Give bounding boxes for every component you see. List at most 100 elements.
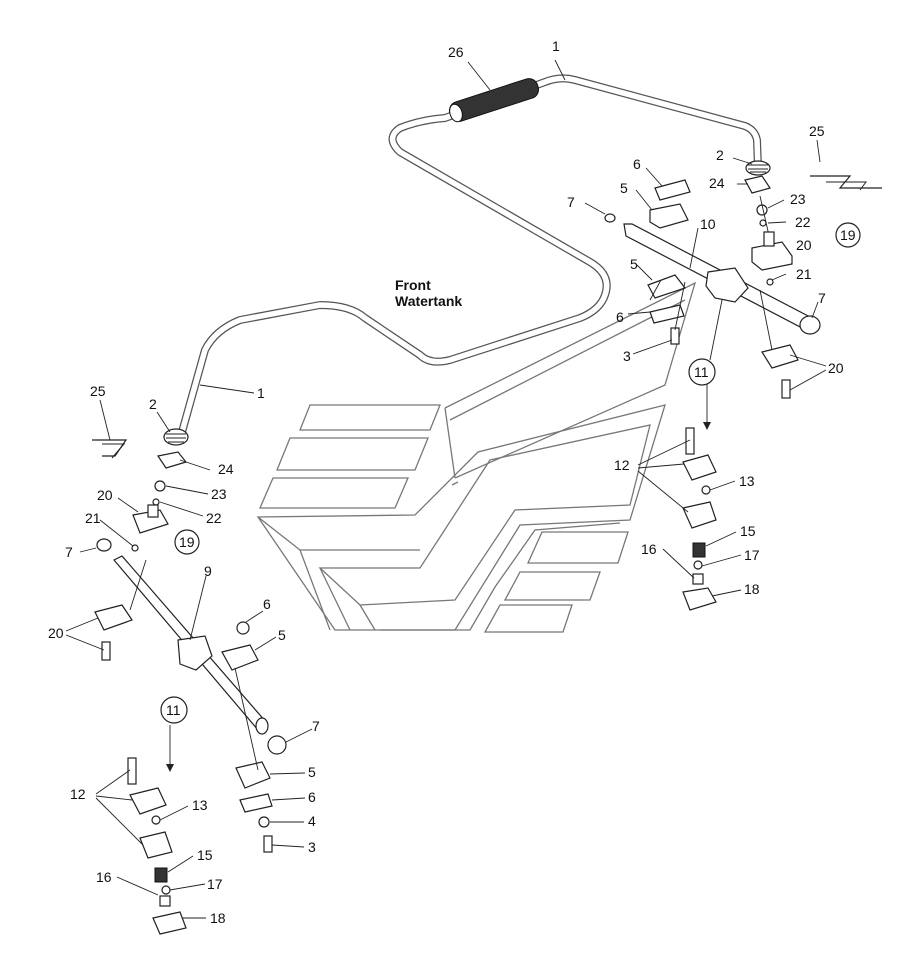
callout-labels: 1 26 2 25 24 23 22 20 19 21 7 6 5 7 10 5… (48, 38, 856, 926)
callout-circle-11-left (160, 696, 188, 724)
callout-5: 5 (630, 256, 638, 272)
nozzle-holder-left (157, 451, 188, 469)
hose-clamp-right (745, 160, 771, 176)
nozzle-body-lower-left (139, 831, 173, 859)
callout-2: 2 (716, 147, 724, 163)
callout-25: 25 (90, 383, 106, 399)
bar-hub-10 (705, 267, 749, 303)
callout-1: 1 (552, 38, 560, 54)
bolt-20-right (781, 379, 791, 399)
callout-12: 12 (70, 786, 86, 802)
left-assembly (92, 428, 287, 935)
nozzle-body-upper-right (682, 454, 717, 481)
bar-hub-9 (177, 635, 213, 671)
bolt-3-left (263, 835, 273, 853)
callout-3: 3 (623, 348, 631, 364)
callout-6: 6 (616, 309, 624, 325)
nut-13-left (151, 815, 161, 825)
bar-end-cap-left (255, 717, 269, 735)
callout-3: 3 (308, 839, 316, 855)
washer-22-right (759, 219, 767, 227)
callout-20: 20 (48, 625, 64, 641)
callout-1: 1 (257, 385, 265, 401)
callout-6: 6 (308, 789, 316, 805)
callout-7: 7 (567, 194, 575, 210)
title-line-2: Watertank (395, 293, 462, 309)
pipe-sleeve-end (449, 103, 463, 123)
callout-20: 20 (796, 237, 812, 253)
nut-13-right (701, 485, 711, 495)
nozzle-holder-right (744, 175, 771, 194)
plate-6-right-lower (649, 304, 685, 324)
washer-17-left (161, 885, 171, 895)
washer-4-left (258, 816, 270, 828)
right-assembly (604, 160, 882, 611)
bracket-5-left-lower (235, 761, 271, 789)
callout-15: 15 (740, 523, 756, 539)
washer-17-right (693, 560, 703, 570)
washer-21-right (766, 278, 774, 286)
callout-6: 6 (263, 596, 271, 612)
title-line-1: Front (395, 277, 431, 293)
callout-10: 10 (700, 216, 716, 232)
callout-5: 5 (620, 180, 628, 196)
callout-5: 5 (278, 627, 286, 643)
bolt-23-left (154, 480, 166, 492)
bar-end-cap-right (799, 315, 821, 335)
pipe-upper (178, 74, 762, 436)
nozzle-15-left (154, 867, 168, 883)
plug-7-left-upper (96, 538, 112, 552)
callout-19: 19 (179, 534, 195, 550)
callout-15: 15 (197, 847, 213, 863)
callout-7: 7 (65, 544, 73, 560)
callout-6: 6 (633, 156, 641, 172)
callout-5: 5 (308, 764, 316, 780)
nozzle-cap-18-left (152, 911, 187, 935)
callout-2: 2 (149, 396, 157, 412)
nozzle-tip-16-left (159, 895, 171, 907)
bolt-3-right (670, 327, 680, 345)
bracket-20-right-upper (751, 241, 793, 271)
callout-19: 19 (840, 227, 856, 243)
nozzle-cap-18-right (682, 587, 717, 611)
nozzle-body-lower-right (682, 501, 717, 529)
callout-7: 7 (312, 718, 320, 734)
callout-21: 21 (85, 510, 101, 526)
bolt-12-right (685, 427, 695, 455)
washer-21-left (131, 544, 139, 552)
callout-circle-19-right (835, 222, 861, 248)
callout-7: 7 (818, 290, 826, 306)
callout-17: 17 (207, 876, 223, 892)
washer-22-left (152, 498, 160, 506)
callout-13: 13 (192, 797, 208, 813)
callout-circle-19-left (174, 529, 200, 555)
nut-6-left (236, 621, 250, 635)
nozzle-15-right (692, 542, 706, 558)
leader-lines (65, 59, 827, 919)
bracket-5-right-lower (647, 274, 686, 299)
callout-23: 23 (211, 486, 227, 502)
callout-circle-11-right (688, 358, 716, 386)
callout-21: 21 (796, 266, 812, 282)
nozzle-body-upper-left (129, 787, 167, 815)
callout-18: 18 (744, 581, 760, 597)
callout-18: 18 (210, 910, 226, 926)
callout-12: 12 (614, 457, 630, 473)
callout-9: 9 (204, 563, 212, 579)
callout-11: 11 (166, 702, 181, 718)
callout-24: 24 (218, 461, 234, 477)
plate-6-left (239, 793, 273, 813)
plate-6-right (654, 179, 691, 201)
callout-11: 11 (694, 364, 709, 380)
callout-25: 25 (809, 123, 825, 139)
callout-16: 16 (641, 541, 657, 557)
callout-13: 13 (739, 473, 755, 489)
callout-26: 26 (448, 44, 464, 60)
plug-7-left-lower (267, 735, 287, 755)
hose-clamp-left (163, 428, 189, 446)
callout-22: 22 (206, 510, 222, 526)
bolt-20-left (101, 641, 111, 661)
bracket-20-right-lower (761, 344, 799, 369)
plug-7-right-upper (604, 213, 616, 223)
callout-20: 20 (97, 487, 113, 503)
